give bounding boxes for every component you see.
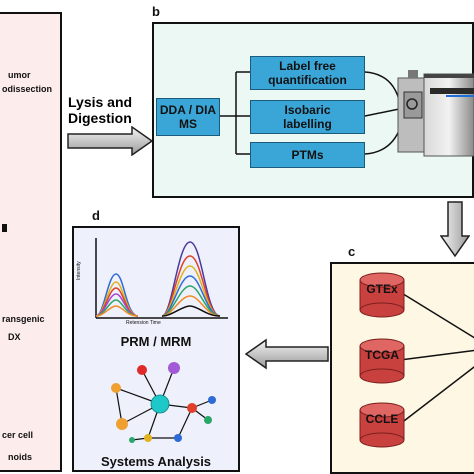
lysis-digestion-label: Lysis and Digestion — [68, 94, 132, 126]
method-isobaric-line-2: labelling — [283, 117, 332, 131]
acquisition-line-1: DDA / DIA — [159, 103, 217, 117]
panel-b-mass-spectrometry: DDA / DIA MS Label free quantification I… — [152, 22, 474, 198]
sample-text-pdx: DX — [8, 332, 21, 342]
acquisition-line-2: MS — [178, 117, 197, 131]
acquisition-box: DDA / DIA MS — [156, 98, 220, 136]
panel-letter-d: d — [92, 208, 100, 223]
method-label-free-line-2: quantification — [268, 73, 347, 87]
sample-text-microdissection: odissection — [2, 84, 53, 94]
db-label-gtex: GTEx — [366, 282, 398, 296]
arrow-right-icon — [67, 126, 154, 156]
network-icon — [111, 362, 216, 443]
method-box-label-free: Label free quantification — [250, 56, 365, 90]
method-box-ptms: PTMs — [250, 142, 365, 168]
lysis-line-2: Digestion — [68, 110, 132, 126]
prm-mrm-label: PRM / MRM — [120, 334, 192, 349]
arrow-left-icon — [244, 338, 329, 370]
panel-letter-b: b — [152, 4, 160, 19]
database-icon — [359, 272, 405, 318]
database-connectors — [399, 291, 474, 425]
method-box-isobaric: Isobaric labelling — [250, 100, 365, 134]
panel-letter-c: c — [348, 244, 356, 259]
sample-mark — [2, 224, 12, 234]
lysis-line-1: Lysis and — [68, 94, 133, 110]
database-icon — [359, 338, 405, 384]
systems-analysis-label: Systems Analysis — [100, 454, 212, 469]
sample-text-organoids: noids — [8, 452, 32, 462]
db-label-ccle: CCLE — [365, 412, 399, 426]
panel-c-databases: GTEx TCGA CCLE — [330, 262, 474, 474]
panel-a-sample-sources: umor odissection ransgenic DX cer cell n… — [0, 12, 62, 472]
method-isobaric-line-1: Isobaric — [284, 103, 331, 117]
db-label-tcga: TCGA — [365, 348, 399, 362]
method-label-free-line-1: Label free — [279, 59, 336, 73]
chromatogram-icon — [95, 238, 228, 319]
method-ptms-label: PTMs — [291, 148, 324, 162]
chart-y-axis-label: Intensity — [76, 261, 82, 280]
arrow-down-icon — [440, 201, 470, 258]
mass-spectrometer-icon — [397, 70, 474, 157]
sample-text-tumor: umor — [8, 70, 31, 80]
sample-text-cancer-cell: cer cell — [2, 430, 34, 440]
chart-x-axis-label: Retension Time — [126, 320, 161, 326]
sample-text-transgenic: ransgenic — [2, 314, 45, 324]
panel-d-targeted-analysis: Intensity Retension Time PRM / MRM — [72, 226, 240, 472]
database-icon — [359, 402, 405, 448]
